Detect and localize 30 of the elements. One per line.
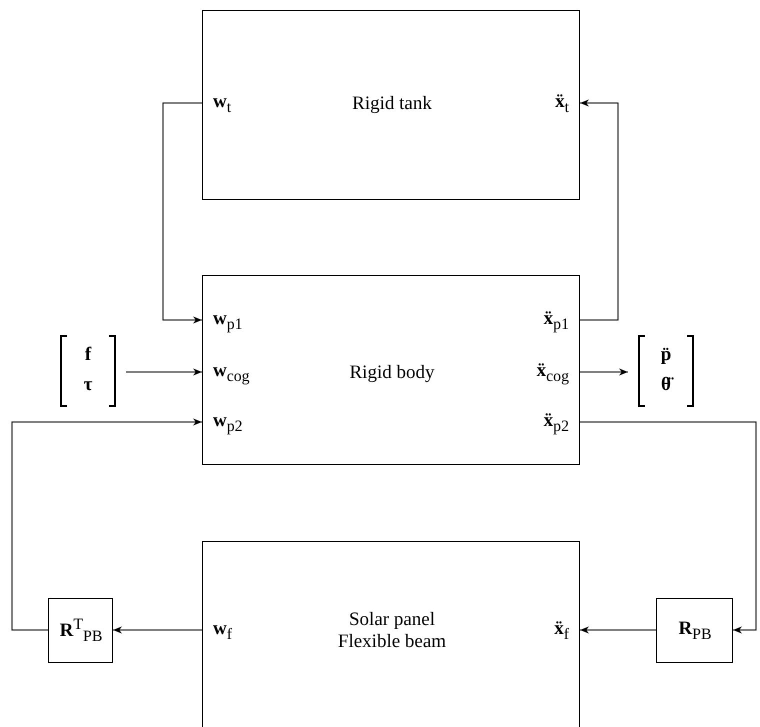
arrow [162,102,202,324]
arrow [580,368,628,376]
arrow [126,368,202,376]
arrow [580,422,756,634]
arrow [12,418,202,630]
arrow [580,99,618,320]
matrix-entry: p̈ [660,344,672,366]
port-label: ẍ$_{f}$ [554,618,569,644]
port-label: ẍ$_{t}$ [555,91,569,117]
matrix-entry: f [84,344,92,366]
block-box [48,598,113,663]
block-title: Rigid tank [352,93,432,115]
port-label: w$_{t}$ [213,91,232,117]
port-label: ẍ$_{cog}$ [536,360,569,386]
block-box [202,541,580,727]
block-title: Solar panel Flexible beam [336,609,448,653]
arrow [112,626,202,634]
matrix-entry: τ [84,374,92,396]
port-label: R$_{PB}$ [678,618,712,644]
port-label: w$_{cog}$ [213,360,250,386]
port-label: ẍ$_{p1}$ [544,308,569,334]
arrow [580,626,656,634]
block-box [202,10,580,200]
block-box [202,275,580,465]
port-label: w$_{p2}$ [213,410,243,436]
block-title: Rigid body [350,362,434,384]
port-label: w$_{f}$ [213,618,232,644]
port-label: ẍ$_{p2}$ [544,410,569,436]
port-label: w$_{p1}$ [213,308,243,334]
block-box [656,598,733,663]
